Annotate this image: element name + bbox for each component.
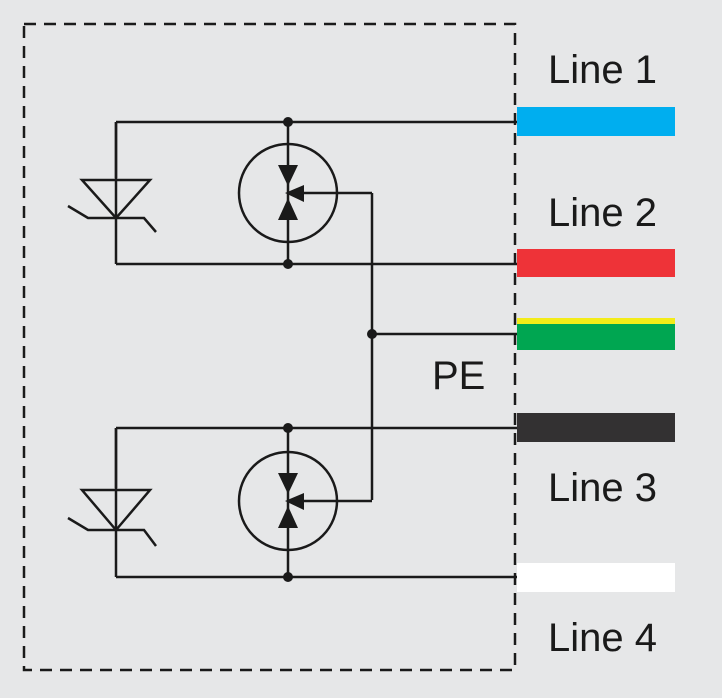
line4-wire	[517, 563, 675, 592]
line3-wire	[517, 413, 675, 442]
line1-label: Line 1	[548, 48, 657, 92]
gas-discharge-tube-icon	[237, 428, 372, 577]
pe-wire	[517, 324, 675, 350]
junction-dot	[283, 117, 293, 127]
junction-dot	[367, 329, 377, 339]
gas-discharge-tube-icon	[237, 122, 372, 264]
junction-dot	[283, 423, 293, 433]
lower-protection-stage	[67, 423, 517, 582]
junction-dot	[283, 572, 293, 582]
line2-wire	[517, 249, 675, 277]
pe-label: PE	[432, 354, 485, 398]
line3-label: Line 3	[548, 466, 657, 510]
device-enclosure	[22, 22, 517, 672]
tvs-diode-icon	[67, 428, 157, 547]
line2-label: Line 2	[548, 191, 657, 235]
junction-dot	[283, 259, 293, 269]
upper-protection-stage	[67, 117, 517, 269]
line4-label: Line 4	[548, 616, 657, 660]
tvs-diode-icon	[67, 122, 157, 233]
pe-wire-stripe	[517, 318, 675, 324]
line1-wire	[517, 107, 675, 136]
